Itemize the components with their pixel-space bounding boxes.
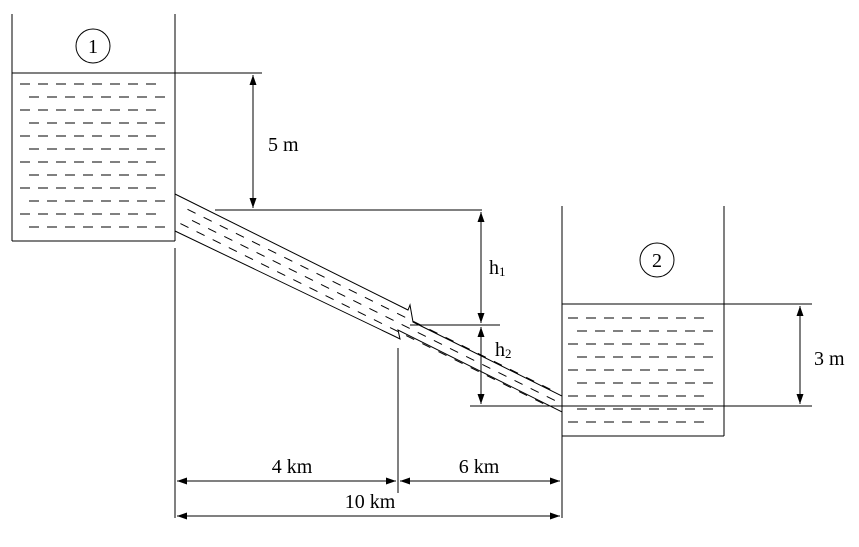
- water-dash: [260, 263, 270, 269]
- reference-lines: [174, 72, 812, 518]
- water-dash: [401, 323, 410, 329]
- water-dash: [341, 303, 350, 309]
- label-h1: h1: [489, 257, 506, 279]
- reservoir-2-water-hatching: [568, 317, 713, 423]
- water-dash: [332, 280, 341, 286]
- water-dash: [518, 391, 528, 397]
- water-dash: [525, 376, 535, 382]
- water-dash: [187, 208, 196, 214]
- water-dash: [493, 360, 503, 366]
- water-dash: [546, 395, 556, 401]
- water-dash: [320, 283, 330, 289]
- water-dash: [454, 359, 463, 365]
- water-dash: [207, 227, 217, 233]
- reservoir-2: [561, 206, 725, 437]
- water-dash: [325, 295, 334, 301]
- reservoir-1: [11, 14, 176, 242]
- dimension-arrows: [177, 75, 804, 520]
- water-dash: [336, 291, 346, 297]
- tank-2-circle: [639, 242, 675, 278]
- water-dash: [405, 335, 415, 341]
- water-dash: [212, 239, 221, 245]
- water-dash: [373, 319, 383, 325]
- pipe-body: [174, 193, 563, 413]
- water-dash: [385, 315, 394, 321]
- water-dash: [244, 255, 254, 261]
- tank-2-marker: 2: [639, 242, 675, 278]
- water-dash: [449, 347, 459, 353]
- water-dash: [228, 247, 238, 253]
- label-3m: 3 m: [814, 348, 845, 370]
- water-dash: [300, 264, 309, 270]
- water-dash: [304, 275, 314, 281]
- water-dash: [267, 248, 277, 254]
- water-dash: [180, 223, 189, 229]
- water-dash: [288, 267, 298, 273]
- water-dash: [514, 379, 523, 385]
- water-dash: [509, 368, 519, 374]
- water-dash: [309, 287, 318, 293]
- water-dash: [498, 371, 507, 377]
- water-dash: [429, 328, 438, 334]
- water-dash: [465, 355, 475, 361]
- water-dash: [380, 304, 390, 310]
- label-10km: 10 km: [345, 491, 396, 513]
- water-dash: [276, 271, 286, 277]
- water-dash: [196, 231, 205, 237]
- water-dash: [542, 384, 551, 390]
- label-6km: 6 km: [459, 456, 500, 478]
- water-dash: [224, 235, 233, 241]
- pipe-water-hatching: [180, 208, 556, 405]
- water-dash: [417, 331, 427, 337]
- water-dash: [470, 367, 479, 373]
- water-dash: [534, 399, 544, 405]
- tank-2-number: 2: [652, 250, 662, 272]
- water-dash: [357, 311, 367, 317]
- tank-1-circle: [75, 28, 111, 64]
- water-dash: [272, 259, 281, 265]
- water-dash: [235, 232, 245, 238]
- water-dash: [203, 216, 212, 222]
- tank-1-number: 1: [88, 36, 98, 58]
- water-dash: [251, 240, 261, 246]
- water-dash: [422, 343, 431, 349]
- label-h2: h2: [495, 339, 512, 361]
- water-dash: [389, 327, 399, 333]
- pipe: [174, 193, 563, 413]
- water-dash: [219, 224, 229, 230]
- label-5m: 5 m: [268, 134, 299, 156]
- water-dash: [293, 279, 302, 285]
- water-dash: [530, 387, 539, 393]
- water-dash: [396, 312, 406, 318]
- label-4km: 4 km: [272, 456, 313, 478]
- tank-1-marker: 1: [75, 28, 111, 64]
- water-dash: [445, 336, 454, 342]
- water-dash: [502, 383, 512, 389]
- water-dash: [364, 296, 374, 302]
- water-dash: [256, 251, 265, 257]
- water-dash: [433, 339, 443, 345]
- water-dash: [486, 375, 496, 381]
- water-dash: [353, 299, 362, 305]
- reservoir-1-water-hatching: [20, 83, 165, 228]
- water-dash: [240, 243, 249, 249]
- water-dash: [348, 288, 358, 294]
- water-dash: [369, 307, 378, 313]
- water-dash: [482, 363, 491, 369]
- water-dash: [461, 344, 470, 350]
- water-dash: [438, 351, 447, 357]
- water-dash: [284, 256, 293, 262]
- water-dash: [191, 219, 201, 225]
- water-dash: [316, 272, 325, 278]
